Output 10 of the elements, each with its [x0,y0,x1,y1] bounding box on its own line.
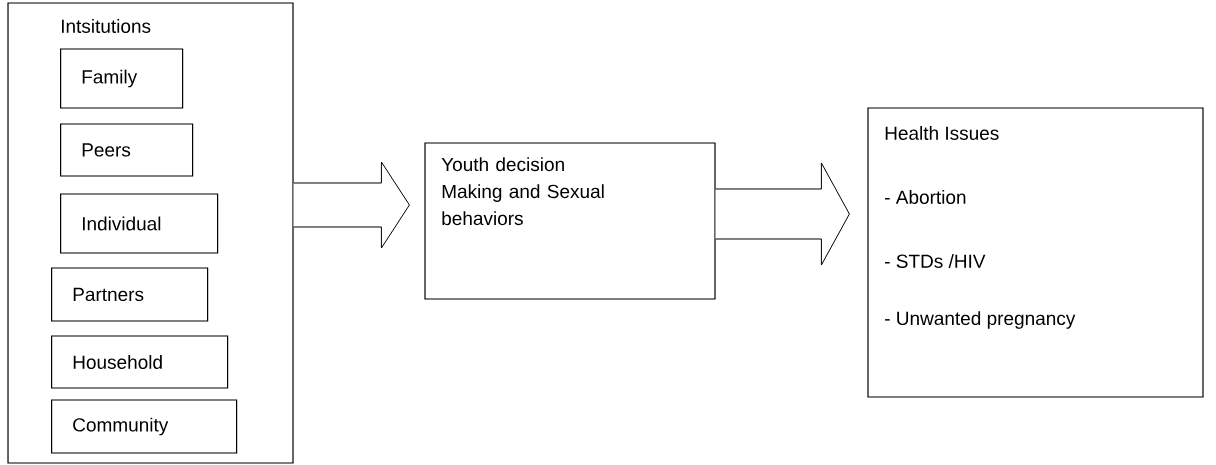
label-box: Individual [60,193,219,254]
outcome-box: Health Issues - Abortion - STDs /HIV - Unwanted pregnancy [867,107,1204,398]
label-box: Community [51,399,238,454]
label-box: Partners [51,267,209,322]
block-arrow [293,161,410,249]
label-box: Household [51,335,229,389]
label-box: Family [60,48,184,109]
label-box: Peers [60,123,194,177]
block-arrow [715,162,850,266]
process-box: Youth decision Making and Sexual behaviors [424,142,716,300]
